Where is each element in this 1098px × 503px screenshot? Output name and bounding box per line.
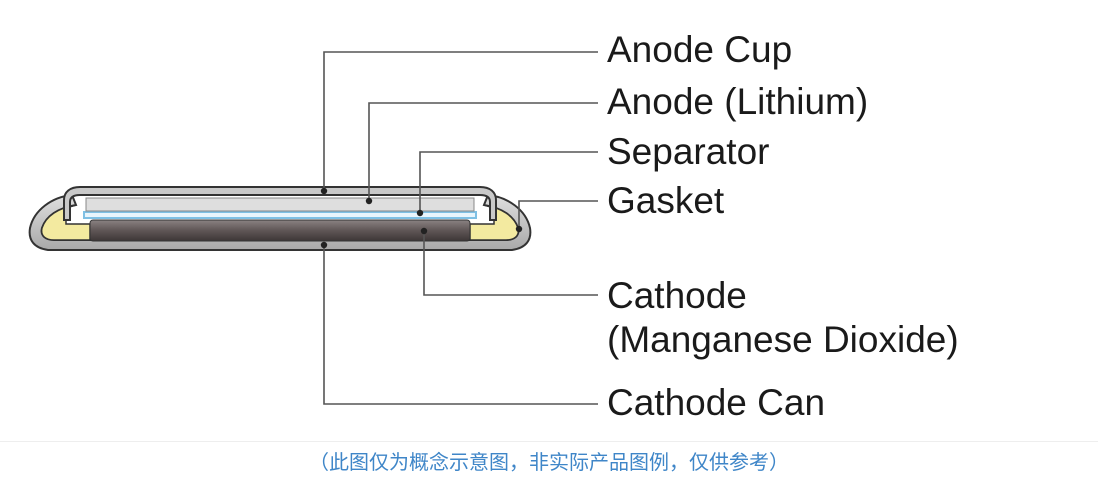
anode-cup: [63, 186, 497, 221]
label-cathode-can: Cathode Can: [607, 382, 826, 423]
gasket-left: [40, 204, 91, 241]
label-anode-cup: Anode Cup: [607, 29, 793, 70]
label-cathode-line1: Cathode: [607, 275, 747, 316]
separator-layer: [83, 211, 477, 219]
dot-cathode: [420, 227, 428, 235]
dot-separator: [416, 209, 424, 217]
leader-anode-lithium: [368, 102, 598, 200]
anode-layer: [85, 197, 475, 212]
disclaimer-caption: （此图仅为概念示意图，非实际产品图例，仅供参考）: [309, 450, 789, 474]
dot-anode-cup: [320, 187, 328, 195]
leader-lines: [323, 51, 598, 405]
label-anode-lithium: Anode (Lithium): [607, 81, 869, 122]
cathode-layer: [89, 219, 471, 242]
dot-cathode-can: [320, 241, 328, 249]
leader-anode-cup: [323, 51, 598, 190]
leader-gasket: [518, 200, 598, 228]
label-separator: Separator: [607, 131, 770, 172]
battery-cross-section-diagram: [28, 51, 598, 405]
leader-cathode-can: [323, 245, 598, 405]
label-cathode-line2: (Manganese Dioxide): [607, 319, 959, 360]
leader-separator: [419, 151, 598, 212]
caption-divider: [0, 441, 1098, 442]
leader-cathode: [423, 231, 598, 296]
dot-anode-lithium: [365, 197, 373, 205]
label-gasket: Gasket: [607, 180, 725, 221]
leader-dots: [320, 187, 523, 249]
dot-gasket: [515, 225, 523, 233]
